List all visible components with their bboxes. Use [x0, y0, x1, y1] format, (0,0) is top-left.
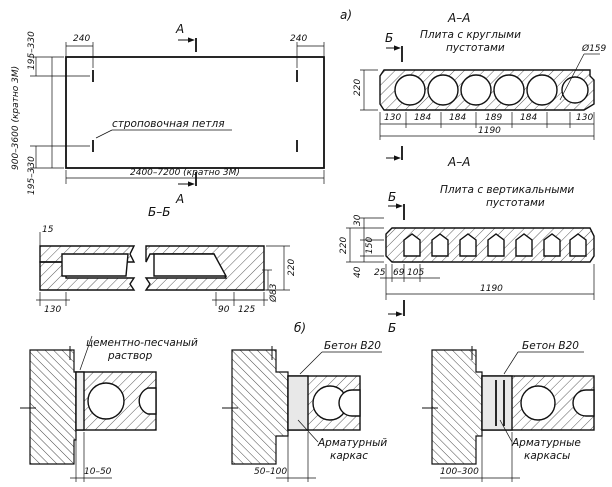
vert-total-h: 220	[339, 237, 349, 254]
plan-edge-bottom: 195–330	[27, 156, 37, 195]
detail-3: Бетон В20 Арматурные каркасы 100–300	[422, 340, 595, 482]
label-b: б)	[294, 321, 306, 335]
bb-height: 220	[287, 259, 297, 276]
vert-mid: 150	[365, 237, 375, 254]
plan-height: 900–3600 (кратно 3М)	[11, 66, 21, 170]
round-dim-5: 184	[520, 113, 537, 123]
cut-b-top: Б	[385, 31, 393, 45]
plan-edge-top: 195–330	[27, 31, 37, 70]
cut-b-bottom: Б	[388, 321, 396, 335]
frame1-label-2: каркас	[330, 450, 368, 462]
vert-top: 30	[353, 214, 363, 226]
round-dim-1: 130	[384, 113, 401, 123]
concrete-label-1: Бетон В20	[324, 340, 381, 352]
section-bb: Б–Б 15 220 Ø83 130 90 125	[36, 205, 297, 315]
section-bb-title: Б–Б	[148, 205, 170, 219]
label-a: а)	[340, 8, 352, 22]
round-dim-4: 189	[485, 113, 502, 123]
vert-bottom: 40	[353, 266, 363, 278]
frame1-label-1: Арматурный	[317, 437, 387, 449]
round-slab-title-2: пустотами	[446, 42, 505, 54]
plan-loop-offset-left: 240	[73, 34, 90, 44]
mortar-label-2: раствор	[107, 350, 153, 362]
vert-dim-2: 69	[393, 268, 405, 278]
round-slab-diameter: Ø159	[581, 43, 607, 54]
vert-dim-3: 105	[407, 268, 424, 278]
round-slab-height: 220	[353, 79, 363, 96]
dim-3: 100–300	[440, 467, 479, 477]
vert-slab-title-1: Плита с вертикальными	[440, 184, 574, 196]
mortar-label-1: цементно-песчаный	[86, 337, 198, 349]
detail-2: Бетон В20 Арматурный каркас 50–100	[222, 340, 387, 482]
plan-width: 2400–7200 (кратно 3М)	[130, 168, 240, 178]
section-aa-top-title: А–А	[447, 11, 470, 25]
round-total: 1190	[478, 126, 501, 136]
round-dim-6: 130	[576, 113, 593, 123]
plan-view: 240 240 195–330 195–330 900–3600 (кратно…	[11, 22, 325, 206]
bb-d1: 90	[218, 305, 230, 315]
frame2-label-2: каркасы	[524, 450, 570, 462]
concrete-label-2: Бетон В20	[522, 340, 579, 352]
dim-2: 50–100	[254, 467, 287, 477]
cut-b-mid: Б	[388, 190, 396, 204]
frame2-label-1: Арматурные	[511, 437, 581, 449]
bb-top: 15	[42, 225, 54, 235]
bb-left: 130	[44, 305, 61, 315]
dim-1: 10–50	[84, 467, 112, 477]
section-aa-bottom-title: А–А	[447, 155, 470, 169]
bb-d2: 125	[238, 305, 255, 315]
detail-1: цементно-песчаный раствор 10–50	[20, 335, 198, 482]
round-dim-3: 184	[449, 113, 466, 123]
plan-loop-offset-right: 240	[290, 34, 307, 44]
section-aa-vertical: А–А Плита с вертикальными пустотами Б Б …	[339, 155, 595, 335]
vert-total: 1190	[480, 284, 503, 294]
round-dim-2: 184	[414, 113, 431, 123]
vert-slab-title-2: пустотами	[486, 197, 545, 209]
cut-a-top: А	[175, 22, 184, 36]
vert-dim-1: 25	[374, 268, 386, 278]
bb-diameter: Ø83	[268, 283, 279, 303]
section-aa-round: А–А Плита с круглыми пустотами Ø159 Б 22…	[353, 11, 607, 161]
cut-a-bottom: А	[175, 192, 184, 206]
plan-loop-label: строповочная петля	[112, 118, 225, 130]
round-slab-title-1: Плита с круглыми	[420, 29, 521, 41]
